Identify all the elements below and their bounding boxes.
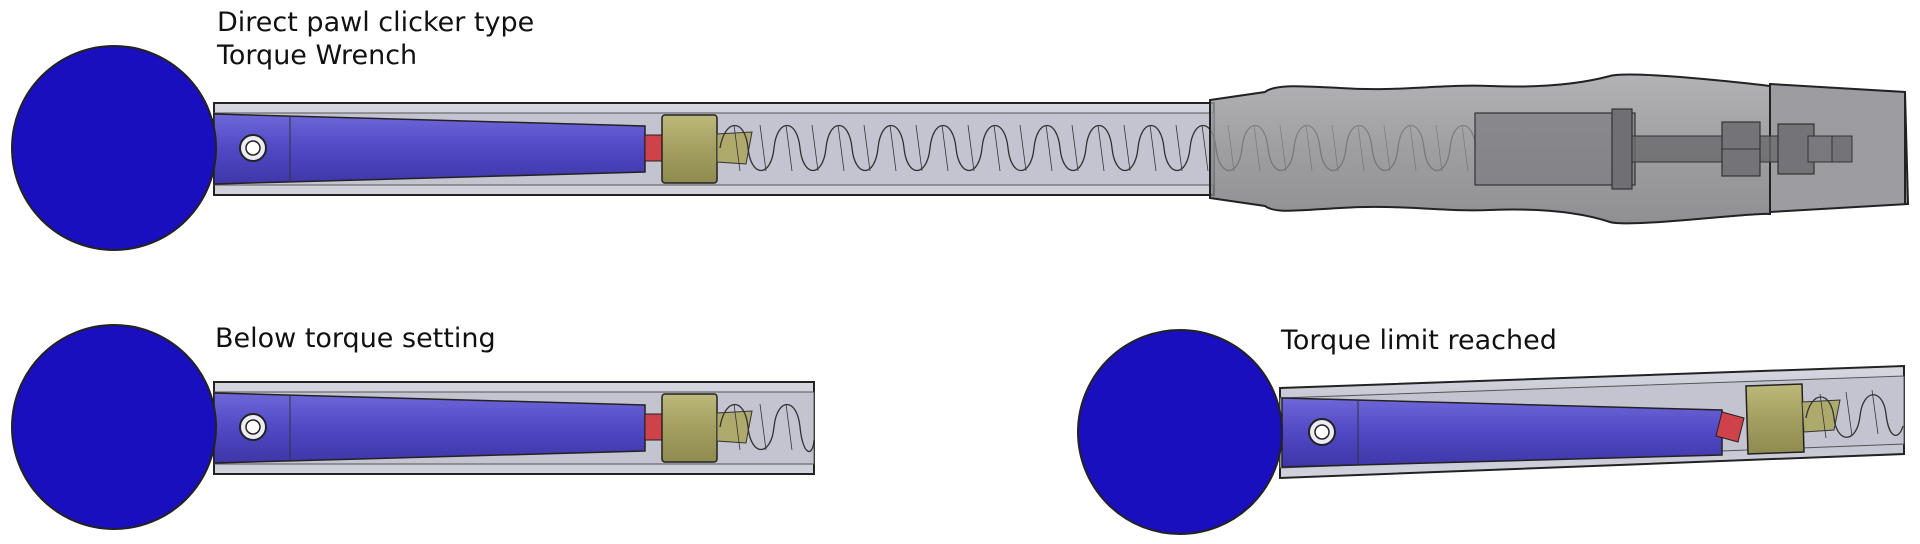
full-wrench-red-pin (644, 134, 664, 162)
pivot-pin-icon (1308, 418, 1336, 446)
below-olive-block (661, 393, 718, 463)
limit-red-pin (1715, 411, 1745, 443)
coil-spring-icon (719, 403, 815, 452)
full-wrench-adjuster (1474, 112, 1636, 186)
limit-pawl (1281, 397, 1723, 468)
below-head (11, 324, 217, 530)
coil-spring-icon (1805, 389, 1904, 439)
main-title-line1: Direct pawl clicker type (217, 7, 535, 38)
full-wrench-olive-cap (716, 131, 753, 165)
full-wrench-end-screw (1807, 135, 1833, 163)
limit-head (1077, 329, 1283, 535)
pivot-pin-icon (239, 413, 267, 441)
full-wrench-pawl (213, 113, 646, 185)
full-wrench (11, 45, 1910, 251)
below-red-pin (644, 413, 664, 441)
below-pawl (213, 392, 646, 464)
main-title-line2: Torque Wrench (217, 40, 418, 71)
below-olive-cap (716, 410, 753, 444)
below-setting-wrench (11, 324, 815, 530)
full-wrench-head (11, 45, 217, 251)
full-wrench-olive-block (661, 114, 718, 184)
limit-olive-block (1745, 383, 1805, 455)
full-wrench-adjuster-end (1611, 108, 1633, 190)
below-setting-label: Below torque setting (215, 323, 496, 354)
limit-reached-wrench (1077, 329, 1905, 535)
pivot-pin-icon (239, 134, 267, 162)
limit-reached-label: Torque limit reached (1281, 325, 1557, 356)
